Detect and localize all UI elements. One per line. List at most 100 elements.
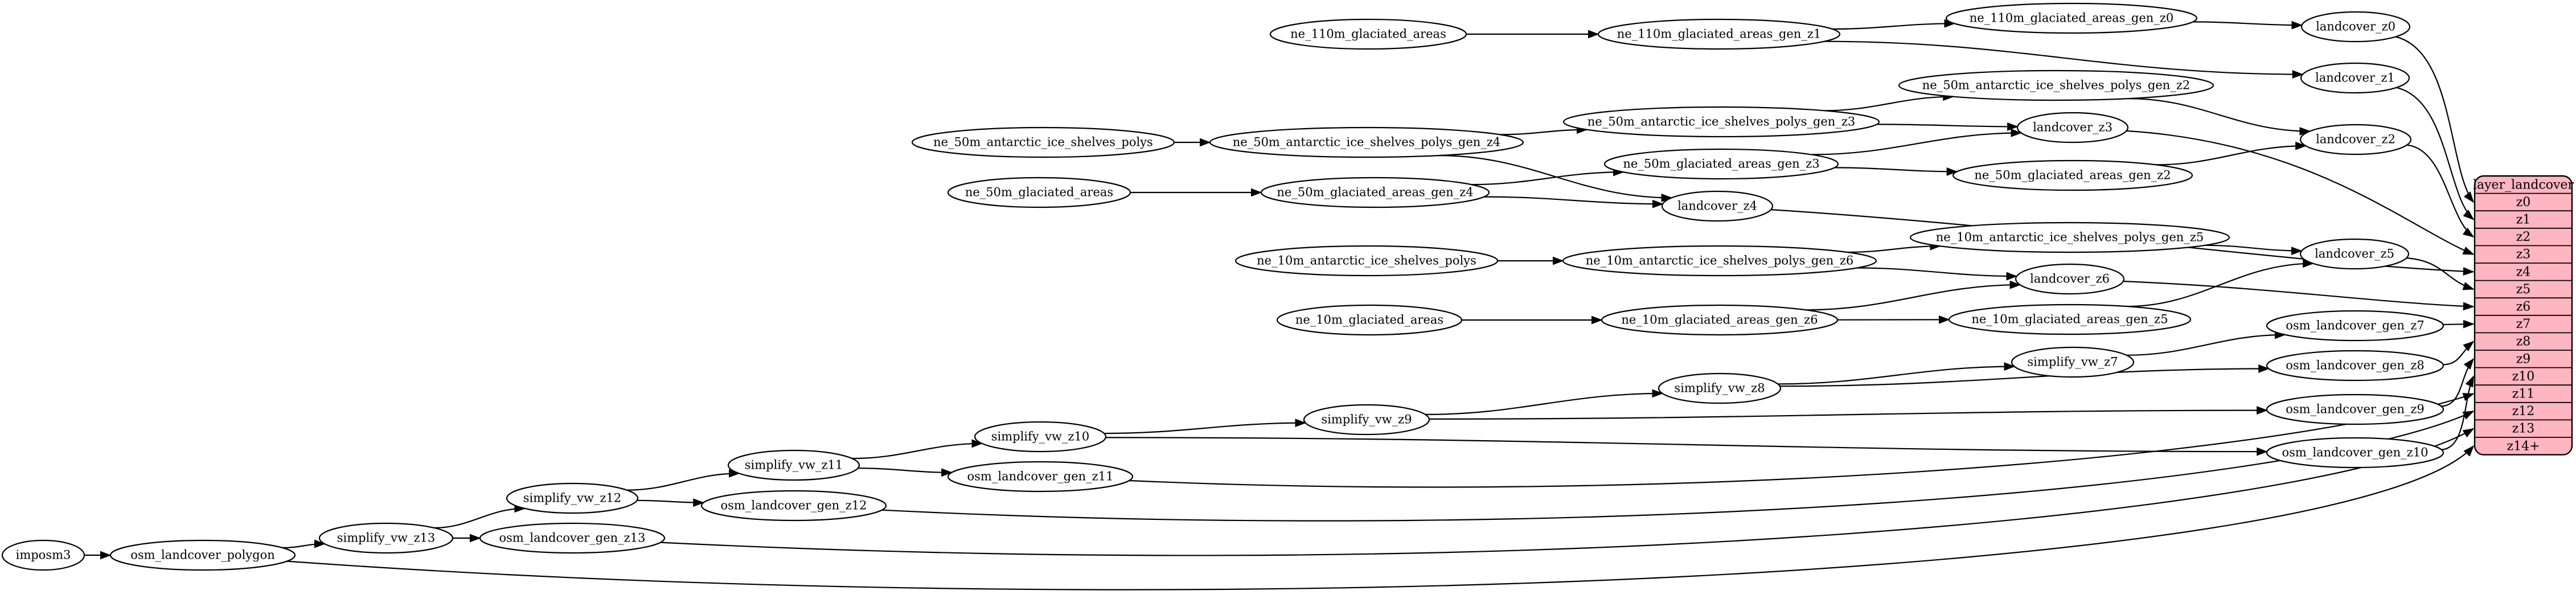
ne_110m_glaciated_areas-ellipse — [1269, 18, 1467, 50]
osm_landcover_gen_z13-label: osm_landcover_gen_z13 — [499, 531, 646, 545]
edge-ne_110m_glaciated_areas_gen_z1-to-landcover_z1 — [1824, 40, 2304, 79]
ne_50m_antarctic_ice_shelves_polys_gen_z2-label: ne_50m_antarctic_ice_shelves_polys_gen_z… — [1922, 79, 2191, 92]
ne_110m_glaciated_areas-label: ne_110m_glaciated_areas — [1290, 27, 1446, 41]
node-ne_10m_glaciated_areas_gen_z6: ne_10m_glaciated_areas_gen_z6 — [1601, 304, 1839, 336]
table-row-z1: z1 — [2516, 213, 2531, 227]
edges-layer — [84, 19, 2475, 591]
edge-osm_landcover_gen_z12-to-row-z12 — [881, 411, 2475, 522]
edge-ne_50m_antarctic_ice_shelves_polys_gen_z4-to-ne_50m_antarctic_ice_shelves_polys_gen_z3 — [1500, 125, 1588, 136]
table-row-z6: z6 — [2516, 300, 2531, 314]
edge-simplify_vw_z11-to-simplify_vw_z10 — [852, 439, 983, 460]
edge-simplify_vw_z8-to-osm_landcover_gen_z8 — [1779, 364, 2270, 387]
osm_landcover_gen_z13-ellipse — [479, 522, 666, 554]
landcover_z0-label: landcover_z0 — [2316, 20, 2395, 34]
node-ne_50m_glaciated_areas_gen_z2: ne_50m_glaciated_areas_gen_z2 — [1952, 159, 2193, 191]
table-row-z0: z0 — [2516, 195, 2531, 210]
simplify_vw_z12-label: simplify_vw_z12 — [523, 491, 622, 505]
ne_10m_antarctic_ice_shelves_polys-label: ne_10m_antarctic_ice_shelves_polys — [1257, 254, 1476, 268]
ne_10m_glaciated_areas_gen_z5-ellipse — [1948, 304, 2192, 335]
node-ne_10m_glaciated_areas_gen_z5: ne_10m_glaciated_areas_gen_z5 — [1948, 304, 2192, 335]
node-ne_50m_antarctic_ice_shelves_polys_gen_z4: ne_50m_antarctic_ice_shelves_polys_gen_z… — [1209, 126, 1524, 158]
edge-simplify_vw_z9-to-simplify_vw_z8 — [1425, 389, 1664, 415]
ne_50m_antarctic_ice_shelves_polys_gen_z4-ellipse — [1209, 126, 1524, 158]
table-row-z13: z13 — [2512, 422, 2535, 436]
ne_50m_glaciated_areas_gen_z2-label: ne_50m_glaciated_areas_gen_z2 — [1974, 169, 2171, 182]
simplify_vw_z7-ellipse — [2011, 346, 2135, 378]
node-landcover_z1: landcover_z1 — [2300, 62, 2410, 94]
edge-landcover_z6-to-row-z6 — [2123, 280, 2475, 311]
osm_landcover_polygon-ellipse — [109, 539, 296, 571]
edge-ne_10m_antarctic_ice_shelves_polys_gen_z5-to-landcover_z5 — [2205, 244, 2303, 256]
node-ne_110m_glaciated_areas_gen_z0: ne_110m_glaciated_areas_gen_z0 — [1945, 2, 2198, 34]
osm_landcover_gen_z8-ellipse — [2266, 350, 2444, 382]
landcover_z2-ellipse — [2299, 124, 2412, 155]
edge-landcover_z0-to-row-z0 — [2395, 36, 2475, 203]
simplify_vw_z11-ellipse — [727, 449, 860, 481]
table-row-z4: z4 — [2516, 265, 2531, 279]
node-ne_10m_antarctic_ice_shelves_polys_gen_z5: ne_10m_antarctic_ice_shelves_polys_gen_z… — [1909, 222, 2230, 253]
edge-simplify_vw_z9-to-osm_landcover_gen_z9 — [1429, 406, 2268, 420]
ne_50m_antarctic_ice_shelves_polys_gen_z3-label: ne_50m_antarctic_ice_shelves_polys_gen_z… — [1588, 115, 1856, 129]
ne_10m_glaciated_areas_gen_z5-label: ne_10m_glaciated_areas_gen_z5 — [1971, 313, 2168, 326]
node-ne_50m_glaciated_areas_gen_z3: ne_50m_glaciated_areas_gen_z3 — [1603, 148, 1839, 180]
node-landcover_z4: landcover_z4 — [1661, 190, 1774, 222]
node-imposm3: imposm3 — [1, 539, 85, 571]
osm_landcover_gen_z7-label: osm_landcover_gen_z7 — [2286, 319, 2425, 333]
node-landcover_z0: landcover_z0 — [2300, 11, 2411, 43]
simplify_vw_z13-label: simplify_vw_z13 — [337, 531, 436, 545]
edge-landcover_z5-to-row-z5 — [2406, 257, 2475, 290]
simplify_vw_z8-ellipse — [1658, 372, 1782, 404]
table-row-z2: z2 — [2516, 230, 2531, 244]
node-ne_50m_glaciated_areas: ne_50m_glaciated_areas — [947, 177, 1131, 208]
landcover_z6-ellipse — [2015, 263, 2125, 295]
table-row-z14+: z14+ — [2507, 439, 2540, 453]
node-landcover_z5: landcover_z5 — [2299, 238, 2410, 270]
node-simplify_vw_z12: simplify_vw_z12 — [506, 482, 639, 514]
ne_10m_glaciated_areas_gen_z6-ellipse — [1601, 304, 1839, 336]
ne_50m_antarctic_ice_shelves_polys-ellipse — [911, 126, 1175, 158]
osm_landcover_gen_z9-label: osm_landcover_gen_z9 — [2286, 403, 2425, 416]
ne_10m_antarctic_ice_shelves_polys-ellipse — [1234, 245, 1499, 277]
edge-simplify_vw_z13-to-simplify_vw_z12 — [434, 504, 526, 529]
table-row-z3: z3 — [2516, 248, 2531, 262]
edge-simplify_vw_z8-to-simplify_vw_z7 — [1778, 362, 2016, 385]
node-osm_landcover_gen_z7: osm_landcover_gen_z7 — [2266, 310, 2444, 342]
landcover_z5-label: landcover_z5 — [2315, 247, 2394, 261]
simplify_vw_z9-ellipse — [1303, 404, 1430, 436]
simplify_vw_z7-label: simplify_vw_z7 — [2027, 355, 2118, 369]
osm_landcover_gen_z8-label: osm_landcover_gen_z8 — [2286, 359, 2425, 372]
simplify_vw_z8-label: simplify_vw_z8 — [1674, 382, 1765, 395]
edge-simplify_vw_z7-to-osm_landcover_gen_z7 — [2126, 330, 2286, 356]
ne_50m_glaciated_areas-ellipse — [947, 177, 1131, 208]
table-row-z8: z8 — [2516, 335, 2531, 349]
simplify_vw_z11-label: simplify_vw_z11 — [745, 458, 843, 472]
edge-simplify_vw_z12-to-simplify_vw_z11 — [626, 469, 740, 491]
node-landcover_z2: landcover_z2 — [2299, 124, 2412, 155]
osm_landcover_gen_z10-label: osm_landcover_gen_z10 — [2282, 446, 2429, 460]
node-ne_110m_glaciated_areas_gen_z1: ne_110m_glaciated_areas_gen_z1 — [1597, 18, 1841, 50]
node-ne_50m_antarctic_ice_shelves_polys_gen_z2: ne_50m_antarctic_ice_shelves_polys_gen_z… — [1898, 69, 2214, 101]
ne_50m_glaciated_areas_gen_z2-ellipse — [1952, 159, 2193, 191]
node-ne_50m_antarctic_ice_shelves_polys: ne_50m_antarctic_ice_shelves_polys — [911, 126, 1175, 158]
node-landcover_z3: landcover_z3 — [2016, 112, 2129, 143]
node-simplify_vw_z11: simplify_vw_z11 — [727, 449, 860, 481]
edge-simplify_vw_z10-to-osm_landcover_gen_z10 — [1105, 437, 2269, 456]
edge-landcover_z3-to-row-z3 — [2126, 130, 2475, 255]
edge-osm_landcover_gen_z8-to-row-z8 — [2443, 341, 2475, 366]
simplify_vw_z10-label: simplify_vw_z10 — [991, 430, 1090, 444]
table-row-z11: z11 — [2512, 387, 2535, 401]
ne_10m_glaciated_areas-label: ne_10m_glaciated_areas — [1295, 313, 1443, 327]
node-simplify_vw_z7: simplify_vw_z7 — [2011, 346, 2135, 378]
edge-ne_10m_glaciated_areas_gen_z5-to-landcover_z5 — [2126, 259, 2314, 307]
table-row-z9: z9 — [2516, 352, 2531, 366]
node-osm_landcover_polygon: osm_landcover_polygon — [109, 539, 296, 571]
osm_landcover_gen_z12-label: osm_landcover_gen_z12 — [721, 499, 867, 512]
edge-ne_50m_antarctic_ice_shelves_polys_gen_z3-to-ne_50m_antarctic_ice_shelves_polys_gen_z2 — [1824, 92, 1955, 112]
simplify_vw_z9-label: simplify_vw_z9 — [1321, 413, 1412, 427]
edge-simplify_vw_z12-to-osm_landcover_gen_z12 — [637, 498, 705, 507]
layer-landcover-table: layer_landcoverz0z1z2z3z4z5z6z7z8z9z10z1… — [2473, 175, 2574, 456]
edge-ne_50m_glaciated_areas_gen_z4-to-landcover_z4 — [1484, 196, 1664, 208]
landcover_z6-label: landcover_z6 — [2030, 272, 2110, 286]
